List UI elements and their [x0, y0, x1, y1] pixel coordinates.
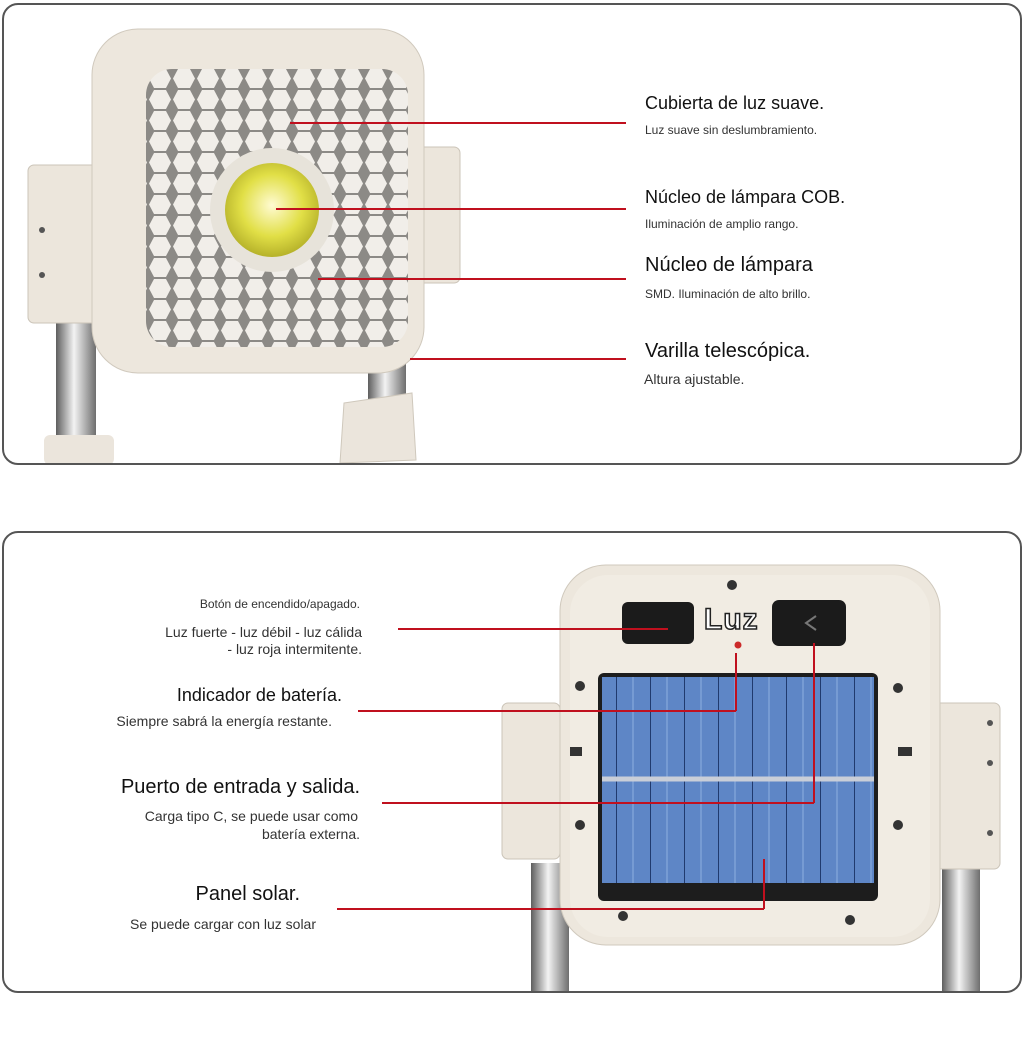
cob-core [225, 163, 319, 257]
callout-desc-cob: Iluminación de amplio rango. [645, 217, 799, 231]
lamp-head-illustration [27, 28, 626, 463]
callout-desc-power-1: Luz fuerte - luz débil - luz cálida [165, 624, 362, 640]
callout-title-smd: Núcleo de lámpara [645, 254, 813, 276]
solar-back-panel: Luz Botón de encendido/apagado. Luz fuer… [2, 531, 1022, 993]
callout-title-battery: Indicador de batería. [176, 685, 342, 705]
power-button [622, 602, 694, 644]
type-c-port [772, 600, 846, 646]
callout-desc-port-1: Carga tipo C, se puede usar como [144, 808, 358, 824]
callout-desc-battery: Siempre sabrá la energía restante. [116, 713, 332, 729]
callout-desc-power-2: - luz roja intermitente. [227, 641, 362, 657]
callout-title-cob: Núcleo de lámpara COB. [645, 187, 846, 207]
luz-button-label: Luz [703, 602, 759, 637]
callout-title-power: Botón de encendido/apagado. [199, 597, 360, 611]
soft-light-cover-panel: Cubierta de luz suave. Luz suave sin des… [2, 3, 1022, 465]
callout-title-soft-cover: Cubierta de luz suave. [645, 93, 825, 113]
callout-desc-smd: SMD. Iluminación de alto brillo. [645, 287, 811, 301]
battery-indicator-light [734, 641, 742, 649]
callout-desc-port-2: batería externa. [261, 826, 360, 842]
callout-title-port: Puerto de entrada y salida. [120, 776, 360, 798]
solar-lamp-illustration [337, 564, 1001, 991]
callout-desc-solar: Se puede cargar con luz solar [130, 916, 316, 932]
callout-desc-rod: Altura ajustable. [644, 371, 745, 387]
callout-title-rod: Varilla telescópica. [645, 340, 811, 362]
callout-title-solar: Panel solar. [195, 883, 300, 905]
callout-desc-soft-cover: Luz suave sin deslumbramiento. [645, 123, 818, 137]
